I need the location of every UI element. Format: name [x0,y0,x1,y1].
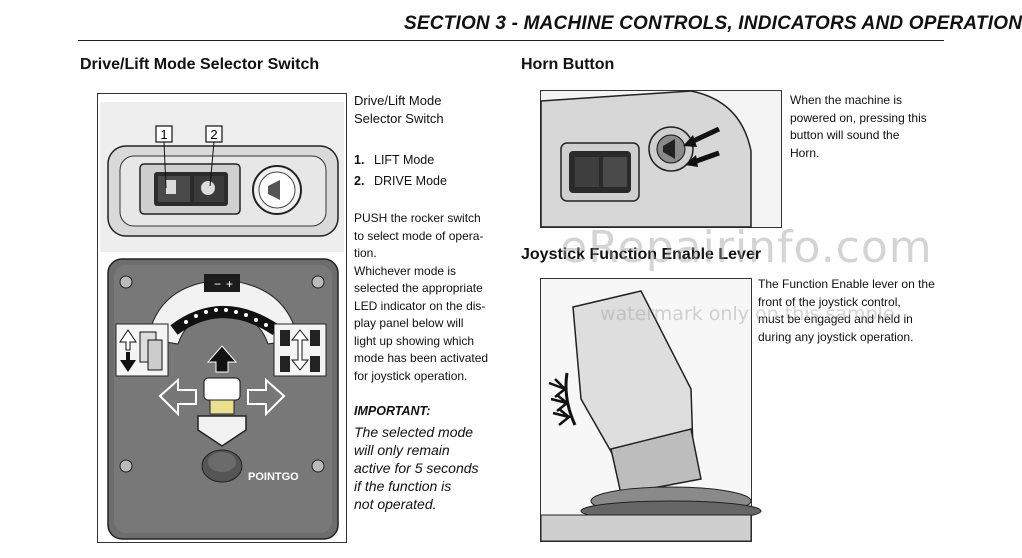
important-text: The selected mode will only remain activ… [354,424,479,512]
joystick-description: The Function Enable lever on the front o… [758,277,935,344]
drive-lift-caption: Drive/Lift Mode Selector Switch [354,92,444,128]
battery-minus: − [214,277,221,291]
brand-logo: POINTGO [248,471,299,483]
caption-line-2: Selector Switch [354,111,444,126]
header-rule [78,40,944,41]
joystick-heading: Joystick Function Enable Lever [521,246,762,263]
callout-2-label: 2 [210,127,217,142]
mode-list: 1.LIFT Mode 2.DRIVE Mode [354,150,447,192]
horn-description: When the machine is powered on, pressing… [790,93,927,160]
mode-list-item-drive: 2.DRIVE Mode [354,174,447,188]
section-title: SECTION 3 - MACHINE CONTROLS, INDICATORS… [404,13,1022,34]
control-panel-figure: 1 2 − + [97,93,347,543]
watermark-sub: watermark only on this sample [600,303,895,325]
mode-list-item-lift: 1.LIFT Mode [354,153,435,167]
drive-lift-description: PUSH the rocker switch to select mode of… [354,211,489,383]
battery-plus: + [226,277,233,291]
control-panel-illustration: 1 2 − + [100,102,344,540]
callout-1-label: 1 [160,127,167,142]
horn-figure [540,90,782,228]
watermark-main: eRepairinfo.com [560,222,933,273]
joystick-figure [540,278,762,542]
important-label: IMPORTANT: [354,404,431,418]
joystick-illustration [540,279,762,542]
drive-lift-heading: Drive/Lift Mode Selector Switch [80,56,320,73]
caption-line-1: Drive/Lift Mode [354,93,442,108]
horn-heading: Horn Button [521,56,615,73]
horn-illustration [540,90,781,228]
